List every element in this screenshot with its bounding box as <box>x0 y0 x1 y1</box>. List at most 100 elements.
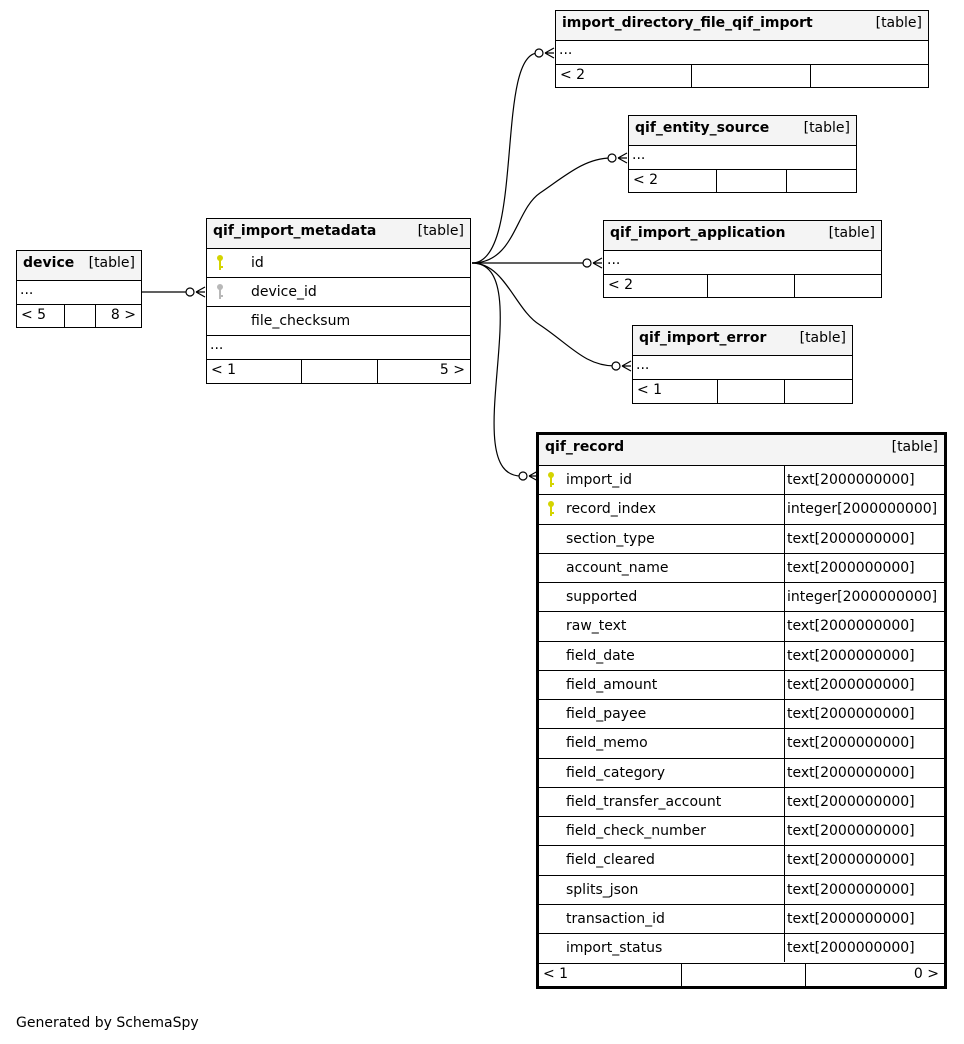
children-count: 0 > <box>913 966 939 982</box>
crowfoot-marker <box>195 286 206 298</box>
column-row[interactable]: field_amount text[2000000000] <box>539 669 944 699</box>
columns-ellipsis: ... <box>604 250 881 274</box>
column-name: supported <box>566 589 638 605</box>
edge-metadata-to-import-error <box>471 262 616 367</box>
column-name: transaction_id <box>566 910 665 927</box>
column-name: file_checksum <box>251 313 351 329</box>
divider <box>95 305 96 327</box>
column-type: text[2000000000] <box>787 764 915 781</box>
divider <box>64 305 65 327</box>
table-type: [table] <box>417 223 464 239</box>
divider <box>716 170 717 192</box>
column-type: text[2000000000] <box>787 530 915 547</box>
ellipsis-text: ... <box>636 357 650 373</box>
column-row[interactable]: splits_json text[2000000000] <box>539 874 944 904</box>
zero-optional-marker <box>518 471 528 481</box>
column-type: integer[2000000000] <box>787 501 938 518</box>
table-footer: < 1 <box>633 379 852 403</box>
column-row[interactable]: file_checksum <box>207 306 470 335</box>
column-name: account_name <box>566 559 669 576</box>
table-footer: < 1 5 > <box>207 359 470 383</box>
table-name: device <box>23 255 75 271</box>
table-footer: < 2 <box>556 64 928 87</box>
parents-count: < 2 <box>633 172 659 188</box>
column-row[interactable]: field_check_number text[2000000000] <box>539 816 944 845</box>
zero-optional-marker <box>611 361 621 371</box>
column-name: field_payee <box>566 706 647 722</box>
parents-count: < 1 <box>637 382 663 398</box>
parents-count: < 1 <box>211 362 237 378</box>
column-row[interactable]: record_index integer[2000000000] <box>539 494 944 523</box>
table-header: qif_import_application [table] <box>604 221 881 250</box>
column-name: record_index <box>566 501 657 518</box>
divider <box>301 360 302 383</box>
zero-optional-marker <box>607 153 617 163</box>
table-type: [table] <box>799 330 846 346</box>
table-import-directory-file-qif-import[interactable]: import_directory_file_qif_import [table]… <box>555 10 929 88</box>
parents-count: < 2 <box>608 277 634 293</box>
crowfoot-marker <box>617 152 628 164</box>
column-name: import_status <box>566 940 663 956</box>
table-qif-import-error[interactable]: qif_import_error [table] ... < 1 <box>632 325 853 404</box>
columns-ellipsis: ... <box>629 145 856 169</box>
divider <box>810 65 811 87</box>
table-header: qif_import_error [table] <box>633 326 852 355</box>
column-name: splits_json <box>566 881 639 898</box>
crowfoot-marker <box>544 47 555 59</box>
divider <box>691 65 692 87</box>
table-footer: < 2 <box>629 169 856 192</box>
column-name: import_id <box>566 472 633 488</box>
edge-metadata-to-entity-source <box>471 157 612 264</box>
table-header: qif_import_metadata [table] <box>207 219 470 248</box>
column-row[interactable]: id <box>207 248 470 277</box>
column-name: field_memo <box>566 735 648 752</box>
columns-ellipsis: ... <box>633 355 852 379</box>
divider <box>786 170 787 192</box>
table-header: device [table] <box>17 251 141 280</box>
column-name: field_amount <box>566 676 658 693</box>
table-qif-entity-source[interactable]: qif_entity_source [table] ... < 2 <box>628 115 857 193</box>
table-type: [table] <box>828 225 875 241</box>
edge-metadata-to-import-directory <box>471 52 539 264</box>
column-type: text[2000000000] <box>787 881 915 898</box>
column-row[interactable]: device_id <box>207 277 470 306</box>
column-row[interactable]: section_type text[2000000000] <box>539 523 944 553</box>
table-footer: < 1 0 > <box>539 963 944 986</box>
ellipsis-text: ... <box>607 252 621 268</box>
table-name: qif_import_application <box>610 225 786 241</box>
column-type: text[2000000000] <box>787 676 915 693</box>
table-name: qif_import_error <box>639 330 767 346</box>
column-type: text[2000000000] <box>787 823 915 839</box>
column-name: field_check_number <box>566 823 706 839</box>
table-qif-import-application[interactable]: qif_import_application [table] ... < 2 <box>603 220 882 298</box>
column-name: field_transfer_account <box>566 793 722 810</box>
table-qif-import-metadata[interactable]: qif_import_metadata [table] id device_id… <box>206 218 471 384</box>
divider <box>377 360 378 383</box>
column-name: section_type <box>566 530 655 547</box>
primary-key-icon <box>548 501 554 517</box>
foreign-key-icon <box>217 284 223 299</box>
primary-key-icon <box>548 472 554 487</box>
table-device[interactable]: device [table] ... < 5 8 > <box>16 250 142 328</box>
children-count: 8 > <box>110 307 136 323</box>
column-type: text[2000000000] <box>787 647 915 664</box>
children-count: 5 > <box>439 362 465 378</box>
table-name: qif_import_metadata <box>213 223 377 239</box>
edge-metadata-to-qif-record <box>471 262 522 477</box>
table-name: import_directory_file_qif_import <box>562 15 813 31</box>
table-header: qif_record [table] <box>539 435 944 465</box>
